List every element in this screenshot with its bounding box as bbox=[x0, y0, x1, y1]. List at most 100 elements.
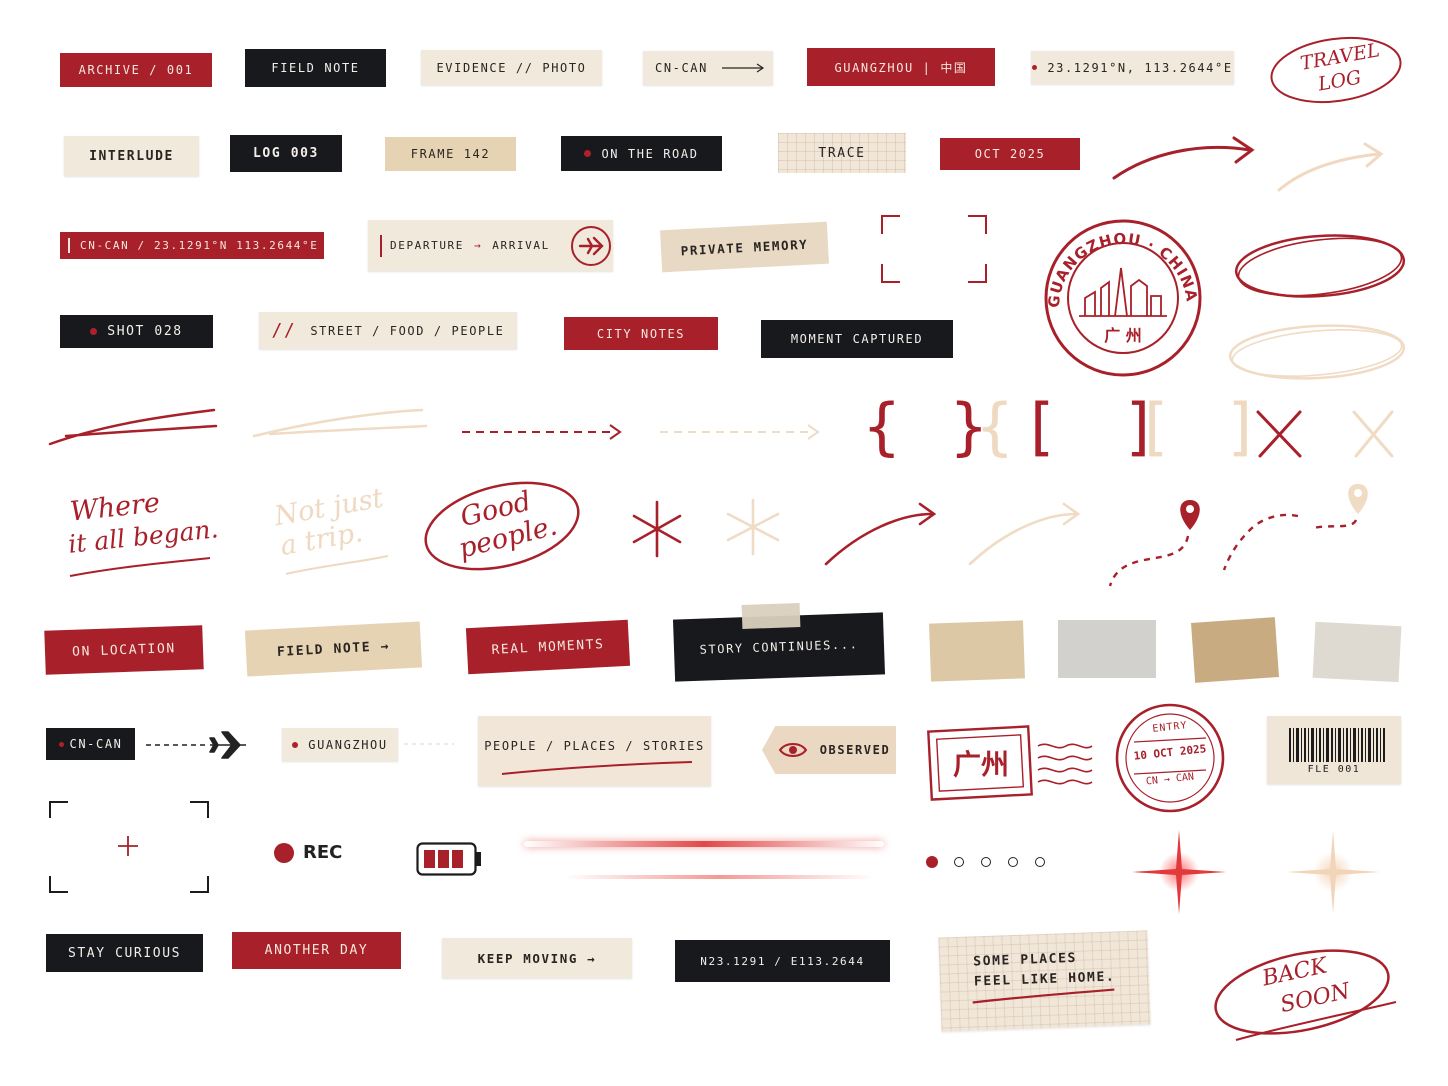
guangzhou-pill-label: GUANGZHOU bbox=[282, 728, 398, 761]
arrow-right-red-icon: → bbox=[474, 239, 483, 252]
stamp-circle-icon: GUANGZHOU · CHINA bbox=[1044, 219, 1202, 377]
rec-indicator: REC bbox=[274, 842, 342, 863]
keep-moving-label: KEEP MOVING → bbox=[442, 938, 632, 978]
barcode-label: FLE 001 bbox=[1267, 716, 1401, 784]
street-food-people-label: // STREET / FOOD / PEOPLE bbox=[259, 312, 517, 349]
dashed-flight-line-icon bbox=[146, 731, 246, 759]
square-brackets-cream-icon: [ ] bbox=[1144, 390, 1273, 463]
light-streak-red bbox=[524, 841, 884, 847]
pagination-dot[interactable] bbox=[981, 857, 991, 867]
cn-coords-label: CN-CAN / 23.1291°N 113.2644°E bbox=[60, 232, 324, 259]
stamp-frame-icon bbox=[927, 725, 1033, 801]
arrow-right-icon bbox=[721, 63, 765, 73]
n-coords-label: N23.1291 / E113.2644 bbox=[675, 940, 890, 982]
interlude-label: INTERLUDE bbox=[64, 136, 199, 176]
red-dot-icon bbox=[58, 741, 64, 747]
sparkle-red-icon bbox=[1132, 830, 1226, 914]
red-dot-icon bbox=[584, 150, 592, 157]
postmark-waves-icon bbox=[1037, 743, 1093, 785]
departure-text: DEPARTURE bbox=[390, 239, 465, 252]
eye-icon bbox=[778, 743, 807, 757]
cn-can-label: CN-CAN bbox=[46, 728, 135, 760]
pagination-dot[interactable] bbox=[1008, 857, 1018, 867]
square-brackets-red-icon: [ ] bbox=[1030, 390, 1177, 463]
cn-can-arrow-label: CN-CAN bbox=[643, 51, 773, 85]
oct-label: OCT 2025 bbox=[940, 138, 1080, 170]
sparkle-cream-icon bbox=[1286, 830, 1380, 914]
city-notes-label: CITY NOTES bbox=[564, 317, 718, 350]
plane-circle-icon bbox=[570, 225, 611, 266]
pagination-dot-active[interactable] bbox=[926, 856, 938, 868]
not-just-a-trip-script: Not just a trip. bbox=[270, 483, 400, 582]
ellipse-scribble-icon bbox=[1270, 36, 1402, 104]
archive-label: ARCHIVE / 001 bbox=[60, 53, 212, 87]
coords-label: 23.1291°N, 113.2644°E bbox=[1031, 51, 1234, 84]
field-note-arrow-label: FIELD NOTE → bbox=[244, 621, 423, 677]
viewfinder-frame-icon bbox=[881, 215, 987, 283]
asterisk-cream-icon bbox=[726, 498, 780, 556]
pagination-dot[interactable] bbox=[954, 857, 964, 867]
tape-strip bbox=[741, 602, 801, 630]
slashes-text: // bbox=[271, 320, 297, 341]
faint-dashed-line-icon bbox=[404, 743, 454, 745]
swoosh-cream-icon bbox=[252, 408, 428, 438]
light-streak-faint bbox=[564, 875, 874, 879]
guangzhou-stamp: GUANGZHOU · CHINA 广 州 bbox=[1043, 218, 1203, 378]
where-it-began-script: Where it all began. bbox=[64, 487, 224, 588]
cn-can-text: CN-CAN bbox=[69, 737, 123, 751]
curly-brackets-red-icon: { } bbox=[862, 390, 1003, 463]
curly-bracket-cream-icon: { bbox=[975, 390, 1015, 463]
real-moments-label: REAL MOMENTS bbox=[465, 619, 631, 675]
log-003-label: LOG 003 bbox=[230, 135, 342, 172]
on-the-road-text: ON THE ROAD bbox=[601, 146, 699, 161]
good-people-badge: Good people. bbox=[420, 480, 586, 576]
barcode-icon bbox=[1289, 728, 1385, 762]
frame-label: FRAME 142 bbox=[385, 137, 516, 171]
curved-arrow-up-red-icon bbox=[824, 502, 937, 566]
camera-viewfinder-icon bbox=[49, 801, 209, 893]
asterisk-red-icon bbox=[632, 500, 682, 558]
rec-text: REC bbox=[303, 842, 343, 863]
stamp-city-text: 广 州 bbox=[1104, 326, 1142, 345]
field-note-label: FIELD NOTE bbox=[245, 49, 386, 87]
people-places-stories-text: PEOPLE / PLACES / STORIES bbox=[484, 739, 705, 753]
evidence-label: EVIDENCE // PHOTO bbox=[421, 50, 602, 85]
red-dot-icon bbox=[1032, 65, 1038, 70]
another-day-label: ANOTHER DAY bbox=[232, 932, 401, 969]
pagination-dot[interactable] bbox=[1035, 857, 1045, 867]
on-location-label: ON LOCATION bbox=[44, 625, 204, 675]
travel-log-badge: TRAVEL LOG bbox=[1268, 34, 1404, 104]
underline-red-icon bbox=[501, 761, 693, 775]
curved-arrow-up-cream-icon bbox=[968, 502, 1081, 566]
battery-icon bbox=[416, 842, 481, 876]
some-places-note: SOME PLACES FEEL LIKE HOME. bbox=[938, 930, 1151, 1032]
private-memory-label: PRIVATE MEMORY bbox=[660, 221, 829, 273]
barcode-text: FLE 001 bbox=[1307, 764, 1361, 775]
swoosh-red-icon bbox=[48, 408, 218, 446]
tape-piece-tan bbox=[929, 620, 1025, 682]
dashed-arrow-red-icon bbox=[462, 424, 622, 440]
guangzhou-cn-stamp: 广州 bbox=[927, 725, 1034, 801]
dashed-arrow-cream-icon bbox=[660, 424, 820, 440]
bar-divider bbox=[380, 234, 382, 257]
observed-tag-label: OBSERVED bbox=[762, 726, 896, 774]
ellipse-scribble-red-icon bbox=[1234, 234, 1406, 298]
underline-icon bbox=[69, 557, 211, 577]
ellipse-scribble-icon bbox=[424, 481, 580, 571]
tape-piece-brown bbox=[1191, 617, 1279, 683]
rec-dot-icon bbox=[274, 842, 294, 863]
ellipse-scribble-cream-icon bbox=[1228, 324, 1406, 380]
red-dot-icon bbox=[292, 741, 299, 748]
x-mark-cream-icon bbox=[1352, 410, 1394, 458]
tape-piece-stone bbox=[1312, 621, 1402, 683]
observed-text: OBSERVED bbox=[819, 743, 891, 757]
pagination-dots bbox=[926, 856, 1045, 868]
ellipse-scribble-icon bbox=[1214, 949, 1397, 1041]
trace-label: TRACE bbox=[778, 133, 906, 173]
back-soon-badge: BACK SOON bbox=[1206, 944, 1402, 1044]
cn-coords-text: CN-CAN / 23.1291°N 113.2644°E bbox=[80, 239, 319, 252]
people-places-stories-label: PEOPLE / PLACES / STORIES bbox=[478, 716, 711, 786]
red-dot-icon bbox=[90, 328, 98, 335]
underline-icon bbox=[285, 555, 389, 575]
stay-curious-label: STAY CURIOUS bbox=[46, 934, 203, 972]
